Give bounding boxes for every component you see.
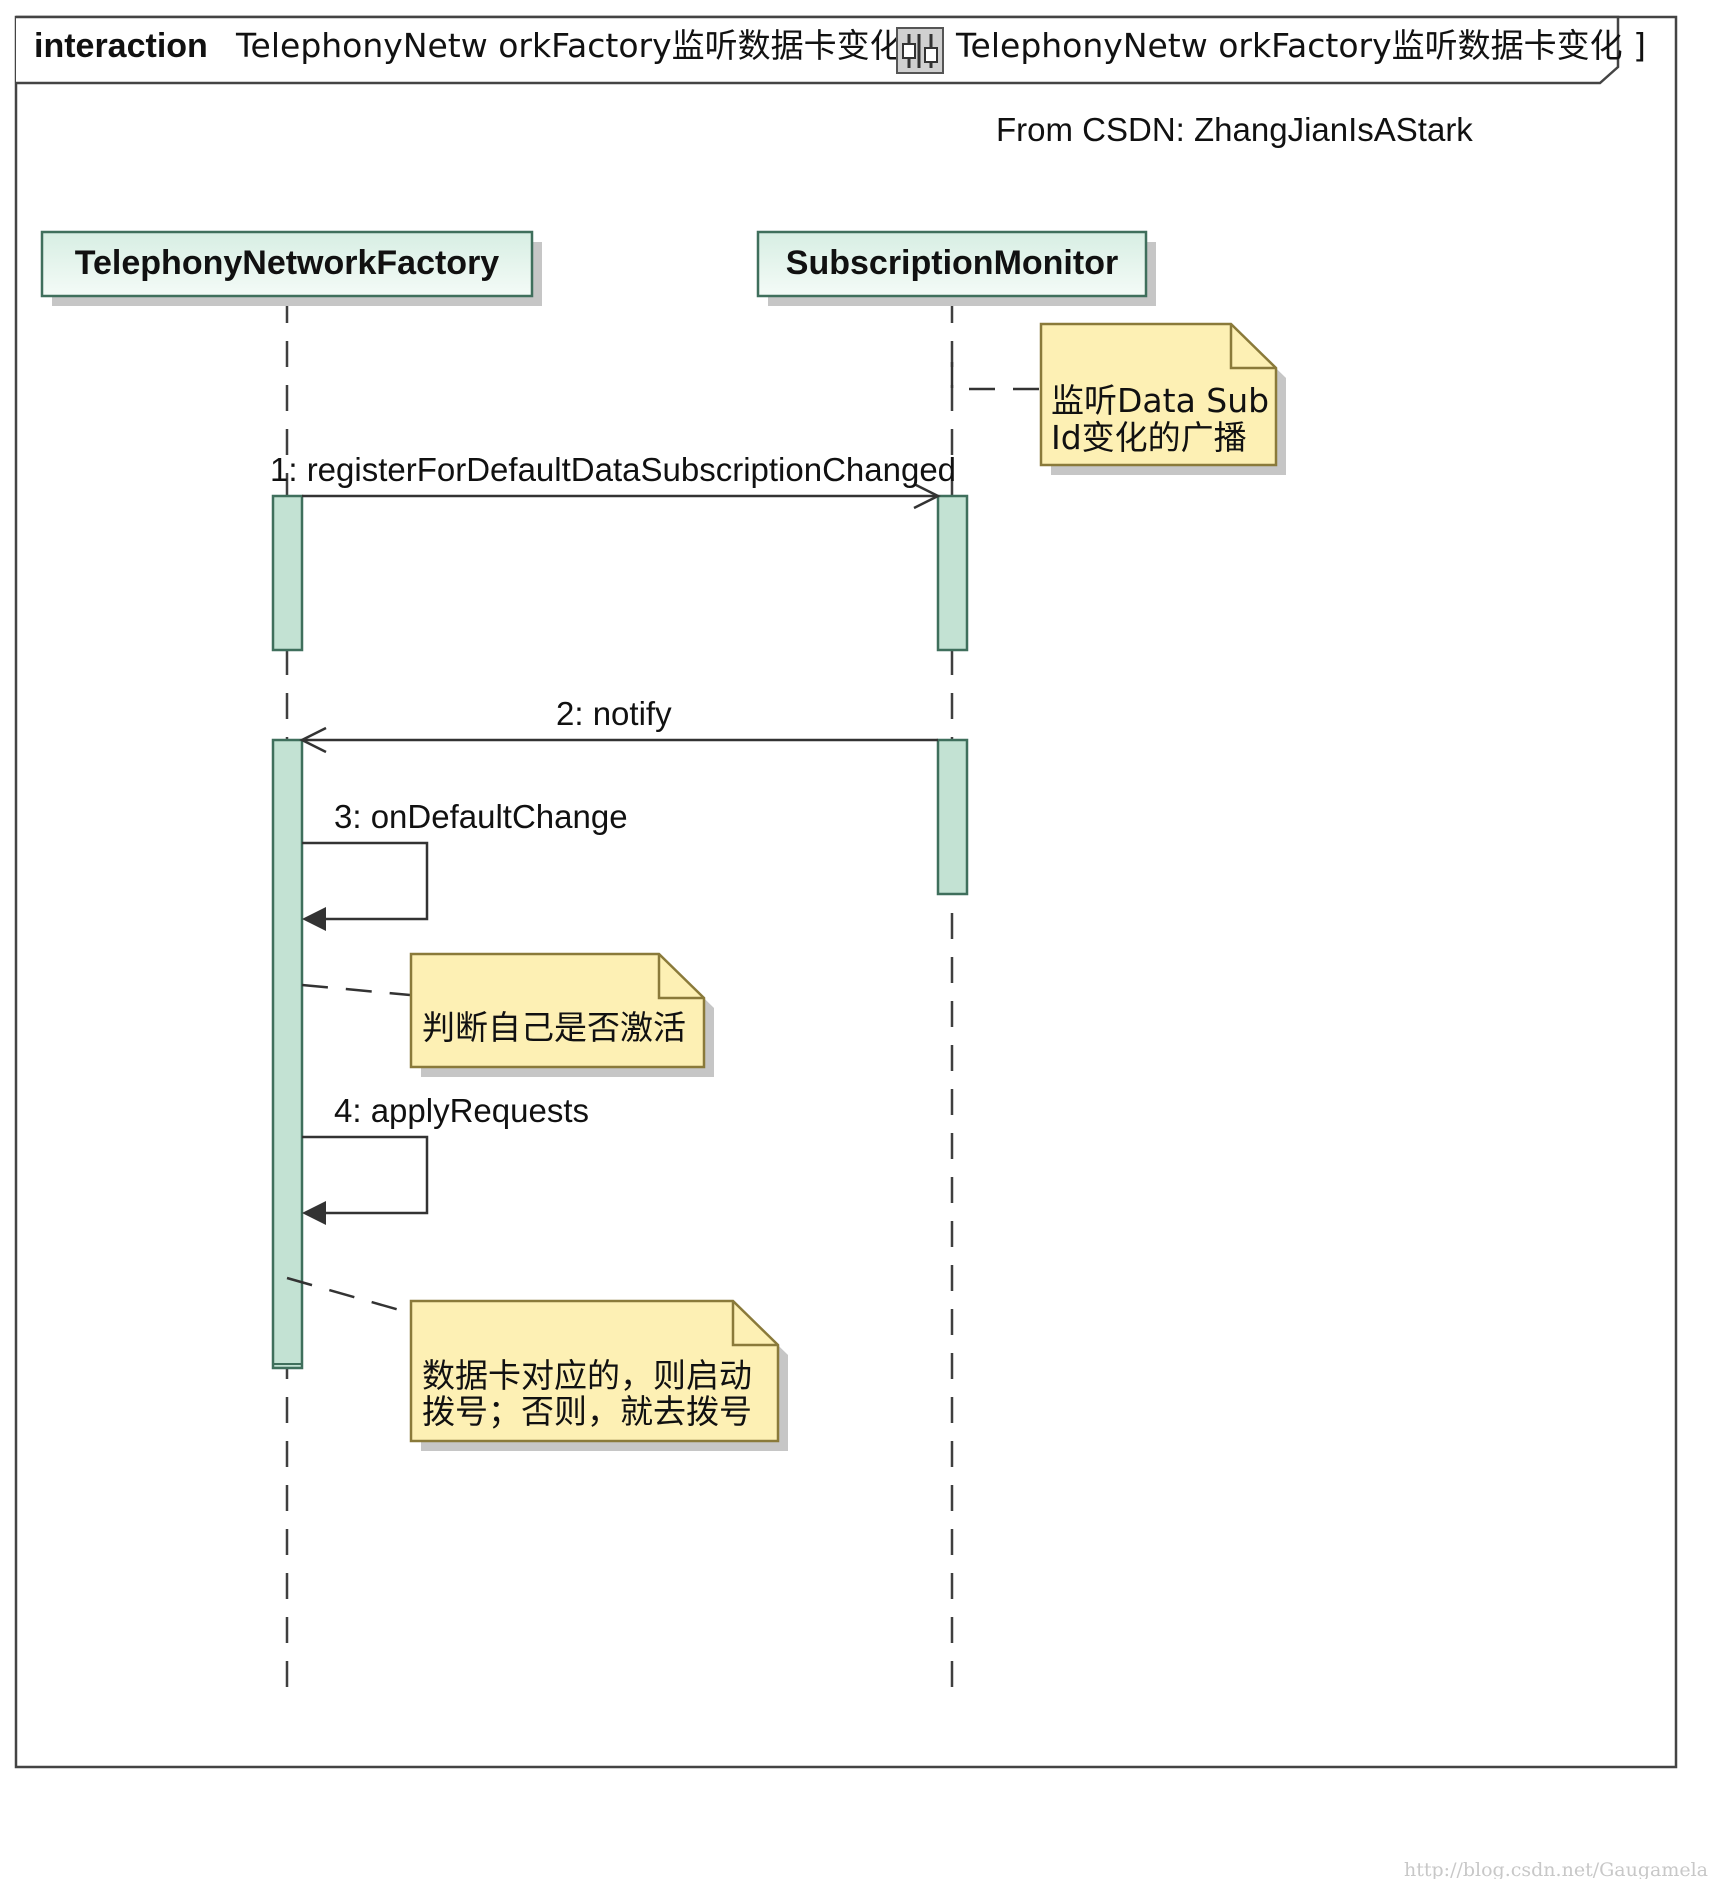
activation-bar-factory-2: [271, 738, 304, 1370]
lifeline-subscription-monitor-label: SubscriptionMonitor: [786, 244, 1118, 282]
message-1[interactable]: 1: registerForDefaultDataSubscriptionCha…: [270, 451, 956, 510]
note-3-line-1: 数据卡对应的，则启动: [422, 1356, 752, 1395]
watermark-text: http://blog.csdn.net/Gaugamela: [1404, 1859, 1708, 1879]
note-3-connector: [286, 1276, 411, 1315]
note-3-line-2: 拨号；否则，就去拨号: [422, 1392, 752, 1431]
activation-bar-factory-1: [271, 494, 304, 652]
note-1-line-2: Id变化的广播: [1051, 418, 1247, 457]
message-1-label: 1: registerForDefaultDataSubscriptionCha…: [270, 451, 956, 488]
lifeline-subscription-monitor[interactable]: SubscriptionMonitor: [756, 230, 1156, 306]
message-2-label: 2: notify: [556, 695, 672, 732]
frame-keyword: interaction: [34, 27, 208, 65]
note-3[interactable]: 数据卡对应的，则启动 拨号；否则，就去拨号: [286, 1276, 788, 1451]
note-2-line-1: 判断自己是否激活: [422, 1008, 686, 1047]
interaction-diagram-icon: [896, 27, 944, 74]
lifeline-telephony-network-factory[interactable]: TelephonyNetworkFactory: [40, 230, 542, 306]
note-1-line-1: 监听Data Sub: [1051, 381, 1269, 420]
activation-bar-monitor-1: [936, 494, 969, 652]
frame-title-tab: [16, 15, 1620, 85]
lifeline-telephony-network-factory-label: TelephonyNetworkFactory: [75, 244, 500, 282]
frame-title-reference: TelephonyNetw orkFactory监听数据卡变化 ]: [955, 26, 1646, 65]
credit-text: From CSDN: ZhangJianIsAStark: [996, 111, 1473, 148]
message-4[interactable]: 4: applyRequests: [302, 1092, 589, 1225]
note-2[interactable]: 判断自己是否激活: [301, 952, 714, 1077]
note-1-connector: [950, 362, 1040, 391]
message-2[interactable]: 2: notify: [299, 695, 938, 754]
message-4-label: 4: applyRequests: [334, 1092, 589, 1129]
message-3[interactable]: 3: onDefaultChange: [302, 798, 628, 931]
message-3-label: 3: onDefaultChange: [334, 798, 628, 835]
note-1[interactable]: 监听Data Sub Id变化的广播: [950, 322, 1286, 475]
activation-bar-monitor-2: [936, 738, 969, 896]
frame-title: TelephonyNetw orkFactory监听数据卡变化 [: [235, 26, 926, 65]
note-2-connector: [301, 983, 411, 997]
